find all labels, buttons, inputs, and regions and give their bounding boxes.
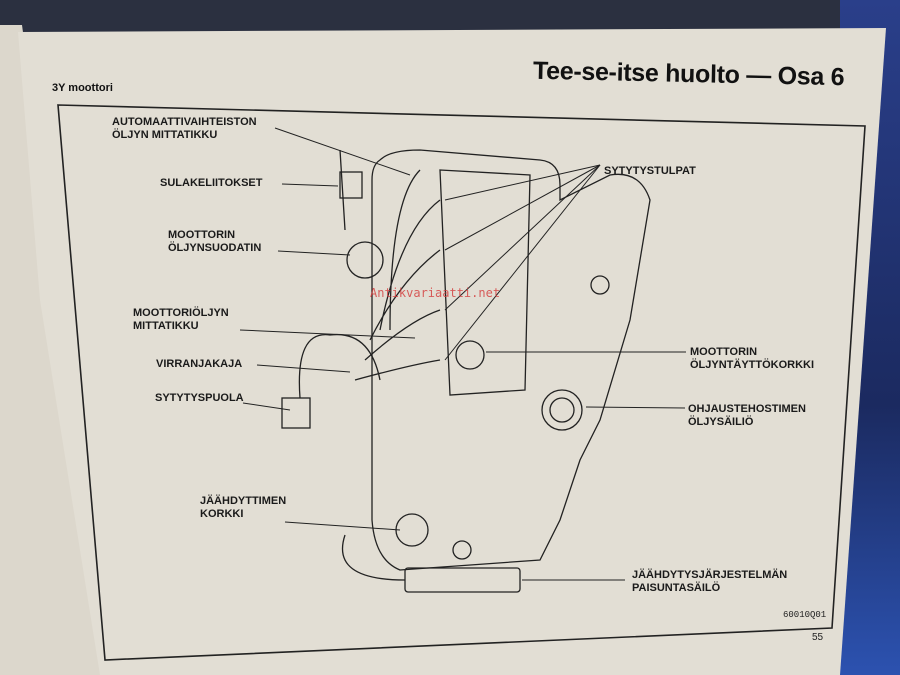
- section-label: 3Y moottori: [52, 82, 113, 94]
- figure-code: 60010Q01: [783, 610, 827, 620]
- fuse-box: [339, 171, 363, 199]
- label-line: ÖLJYSÄILIÖ: [688, 416, 754, 428]
- radiator-cap: [395, 513, 429, 547]
- ignition-coil: [281, 397, 311, 429]
- label-line: MOOTTORIÖLJYN: [133, 307, 229, 319]
- valve-cover: [439, 169, 531, 396]
- label-ignition-coil: SYTYTYSPUOLA: [155, 392, 244, 405]
- label-line: JÄÄHDYTYSJÄRJESTELMÄN: [632, 569, 788, 581]
- label-fuses: SULAKELIITOKSET: [160, 177, 262, 190]
- label-line: OHJAUSTEHOSTIMEN: [688, 403, 806, 415]
- label-line: AUTOMAATTIVAIHTEISTON: [112, 116, 257, 128]
- label-spark-plugs: SYTYTYSTULPAT: [604, 165, 696, 178]
- coolant-tank: [404, 567, 521, 593]
- figure-border: [57, 104, 866, 661]
- engine-outline: [371, 149, 651, 571]
- label-line: MOOTTORIN: [168, 229, 236, 241]
- label-line: ÖLJYNTÄYTTÖKORKKI: [690, 359, 815, 371]
- label-line: SYTYTYSPUOLA: [155, 392, 244, 404]
- label-line: PAISUNTASÄILÖ: [632, 582, 721, 594]
- label-line: SULAKELIITOKSET: [160, 177, 263, 189]
- label-line: VIRRANJAKAJA: [156, 358, 243, 370]
- oil-filter: [346, 241, 384, 279]
- label-line: JÄÄHDYTTIMEN: [200, 495, 287, 507]
- page-number: 55: [812, 632, 824, 643]
- ps-reservoir: [541, 389, 583, 431]
- label-line: SYTYTYSTULPAT: [604, 165, 696, 177]
- watermark: Antikvariaatti.net: [370, 286, 501, 300]
- label-distributor: VIRRANJAKAJA: [156, 358, 242, 371]
- oil-filler-cap: [455, 340, 485, 370]
- label-line: ÖLJYNSUODATIN: [168, 242, 262, 254]
- label-line: ÖLJYN MITTATIKKU: [112, 129, 218, 141]
- label-line: MOOTTORIN: [690, 346, 758, 358]
- label-line: MITTATIKKU: [133, 320, 199, 332]
- label-line: KORKKI: [200, 508, 244, 520]
